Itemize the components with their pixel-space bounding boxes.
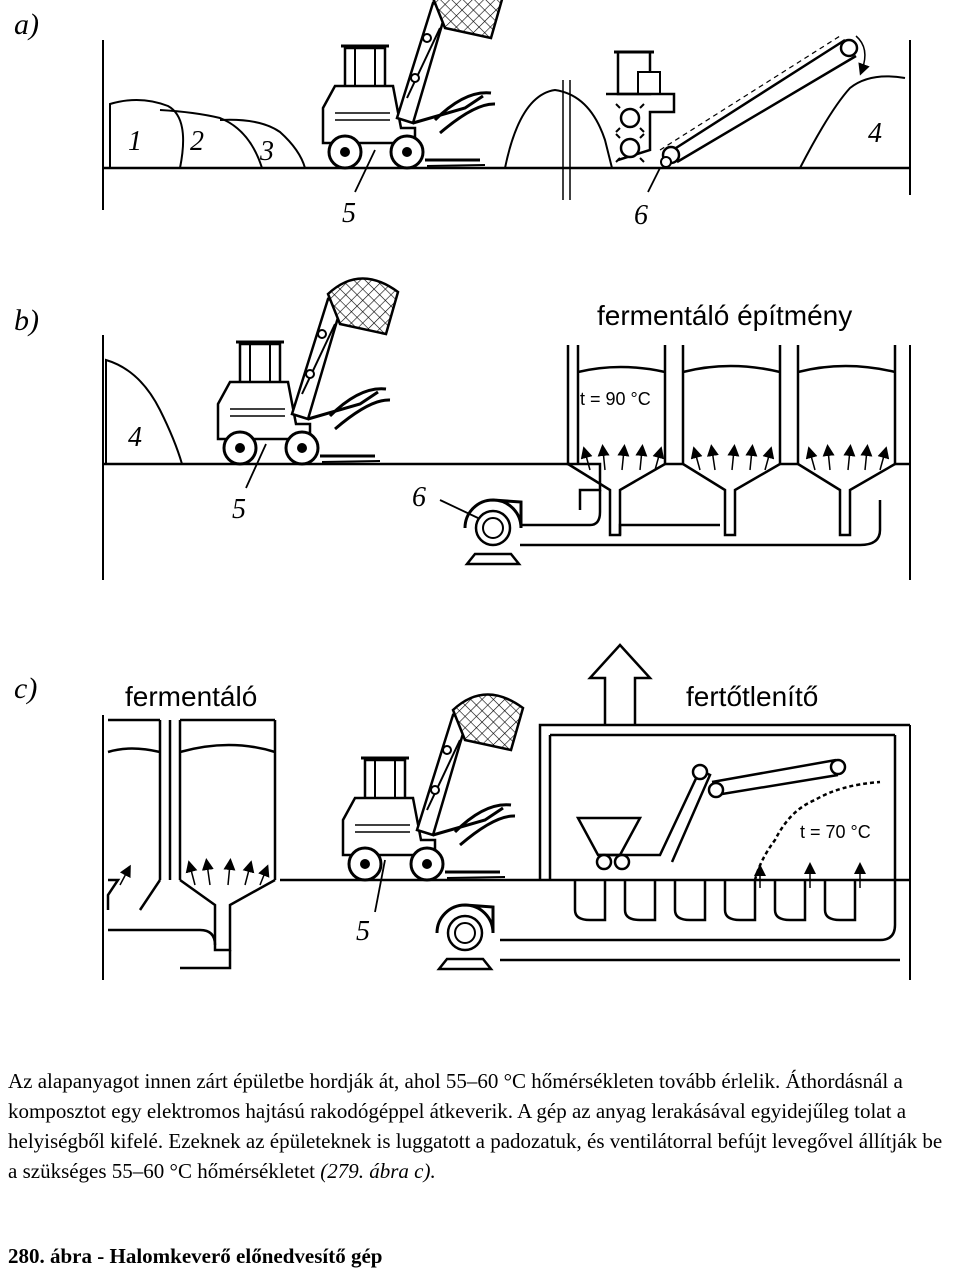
caption-figure-reference: (279. ábra c). xyxy=(320,1159,436,1183)
pile-mixer-machine xyxy=(606,35,870,168)
mixer-label-6: 6 xyxy=(634,200,648,231)
wheel-loader-a xyxy=(321,0,505,170)
loader-label-a: 5 xyxy=(342,198,356,229)
pile-label-4: 4 xyxy=(868,118,882,149)
fermenter-title-c: fermentáló xyxy=(125,681,257,712)
panel-a: a) 1 2 3 4 5 xyxy=(14,0,911,231)
temperature-label-c: t = 70 °C xyxy=(800,822,871,842)
disinfector-title-c: fertőtlenítő xyxy=(686,681,818,712)
air-duct-b xyxy=(520,490,882,547)
panel-c: c) fermentáló fertőtlenítő xyxy=(14,643,911,980)
panel-b-letter: b) xyxy=(14,304,39,337)
panel-c-letter: c) xyxy=(14,672,37,705)
disinfector-building xyxy=(500,723,910,962)
panel-b: b) fermentáló építmény 4 5 xyxy=(14,276,911,580)
building-title-b: fermentáló építmény xyxy=(597,300,852,331)
pile-label-1: 1 xyxy=(128,126,142,157)
figure-title: 280. ábra - Halomkeverő előnedvesítő gép xyxy=(8,1244,383,1268)
wheel-loader-c xyxy=(341,692,525,882)
fermenter-bays-c xyxy=(106,718,277,970)
fan-b xyxy=(463,498,523,566)
composting-process-figure: a) 1 2 3 4 5 xyxy=(14,0,911,980)
panel-a-letter: a) xyxy=(14,8,39,41)
wheel-loader-b xyxy=(216,276,400,466)
temperature-label-b: t = 90 °C xyxy=(580,389,651,409)
pile-label-4-b: 4 xyxy=(128,422,142,453)
caption-text: Az alapanyagot innen zárt épületbe hordj… xyxy=(8,1069,943,1183)
loader-label-b: 5 xyxy=(232,494,246,525)
pile-label-3: 3 xyxy=(259,136,274,167)
loader-label-c: 5 xyxy=(356,916,370,947)
pile-label-2: 2 xyxy=(190,126,204,157)
fan-label-6: 6 xyxy=(412,482,426,513)
caption-paragraph: Az alapanyagot innen zárt épületbe hordj… xyxy=(8,1066,954,1186)
fermenter-bays xyxy=(566,345,910,537)
fan-c xyxy=(435,903,495,971)
